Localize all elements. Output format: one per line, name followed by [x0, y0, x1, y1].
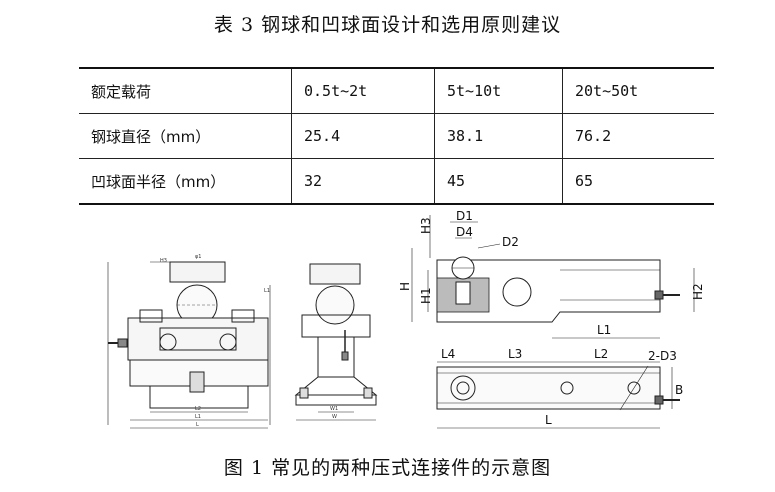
front-view-drawing: L2 L1 L H3 φ1 L1	[107, 254, 271, 429]
table-cell: 0.5t~2t	[291, 67, 435, 114]
table-row: 额定载荷 0.5t~2t 5t~10t 20t~50t	[79, 67, 714, 114]
dim-label-d3: 2-D3	[648, 349, 677, 363]
svg-text:L: L	[196, 422, 199, 428]
table-cell: 76.2	[562, 113, 714, 159]
dim-label-d1: D1	[456, 209, 473, 223]
svg-text:L2: L2	[195, 406, 201, 412]
svg-text:L1: L1	[264, 288, 270, 294]
table-row: 凹球面半径（mm） 32 45 65	[79, 158, 714, 205]
dim-label-b: B	[675, 383, 683, 397]
table-cell: 25.4	[291, 113, 435, 159]
dim-label-l4: L4	[441, 347, 455, 361]
svg-text:φ1: φ1	[195, 254, 201, 260]
dim-label-d2: D2	[502, 235, 519, 249]
beam-top-view-drawing	[436, 361, 680, 429]
table-cell: 65	[562, 158, 714, 205]
dim-label-d4: D4	[456, 225, 473, 239]
dim-label-l: L	[545, 413, 552, 427]
dim-label-h1: H1	[419, 287, 433, 304]
row-header: 钢球直径（mm）	[79, 113, 292, 159]
table-cell: 32	[291, 158, 435, 205]
beam-top-view-labels: L4 L3 L2 2-D3 B L	[441, 347, 683, 427]
dim-label-l3: L3	[508, 347, 522, 361]
dim-label-l2: L2	[594, 347, 608, 361]
figure-caption: 图 1 常见的两种压式连接件的示意图	[223, 457, 552, 479]
svg-text:H3: H3	[160, 258, 167, 264]
svg-text:W1: W1	[330, 406, 338, 412]
dim-label-h: H	[398, 282, 412, 291]
table-cell: 5t~10t	[434, 67, 563, 114]
table-row: 钢球直径（mm） 25.4 38.1 76.2	[79, 113, 714, 159]
table-cell: 20t~50t	[562, 67, 714, 114]
side-view-drawing: W1 W	[294, 263, 378, 421]
spec-table: 额定载荷 0.5t~2t 5t~10t 20t~50t 钢球直径（mm） 25.…	[79, 67, 714, 205]
svg-text:L1: L1	[195, 414, 201, 420]
table-title: 表 3 钢球和凹球面设计和选用原则建议	[213, 14, 562, 36]
svg-text:W: W	[332, 414, 337, 420]
dim-label-h2: H2	[691, 283, 705, 300]
row-header: 额定载荷	[79, 67, 292, 114]
row-header: 凹球面半径（mm）	[79, 158, 292, 205]
beam-section-drawing	[411, 215, 695, 339]
beam-section-labels: H3 D1 D4 D2 H H1 H2 L1	[398, 209, 705, 337]
table-cell: 38.1	[434, 113, 563, 159]
table-cell: 45	[434, 158, 563, 205]
dim-label-h3: H3	[419, 217, 433, 234]
dim-label-l1: L1	[597, 323, 611, 337]
